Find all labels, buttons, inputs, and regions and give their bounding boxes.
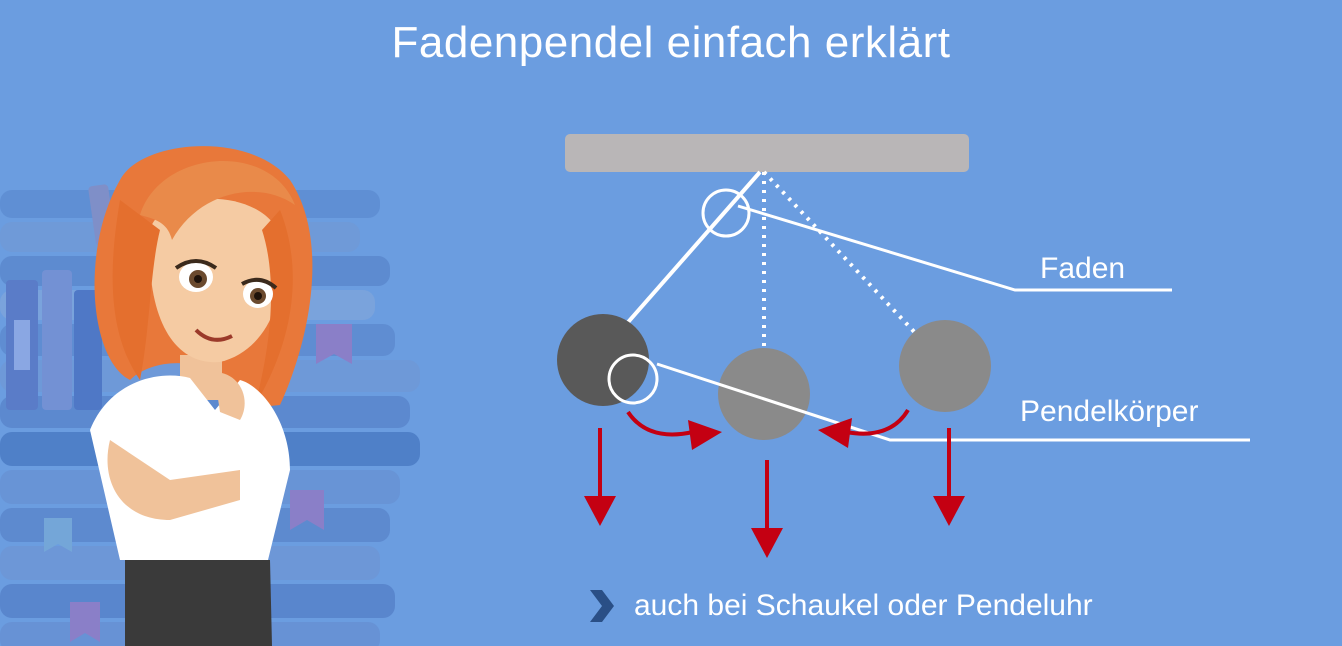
swing-arrow-right [818,408,910,448]
bob-center [718,348,810,440]
gravity-arrow-center [751,460,783,558]
footer-text: auch bei Schaukel oder Pendeluhr [634,589,1093,622]
leader-line-faden [737,204,1172,292]
page-title: Fadenpendel einfach erklärt [391,18,951,67]
thread-left [606,170,762,347]
label-faden: Faden [1040,252,1126,285]
label-pendelkoerper: Pendelkörper [1020,395,1199,428]
swing-arrow-left [626,410,722,450]
books-and-teacher-illustration [0,146,420,646]
chevron-right-icon [590,590,614,622]
ceiling-bar [565,134,969,172]
teacher-character [90,146,313,646]
gravity-arrow-right [933,428,965,526]
bob-highlight-circle [607,353,659,405]
leader-line-pendelkoerper [656,362,1250,442]
gravity-arrow-left [584,428,616,526]
bob-right [899,320,991,412]
thread-right-dotted [762,170,922,340]
thread-highlight-circle [701,188,751,238]
footer-bullet: auch bei Schaukel oder Pendeluhr [588,586,1093,626]
bob-left [557,314,649,406]
